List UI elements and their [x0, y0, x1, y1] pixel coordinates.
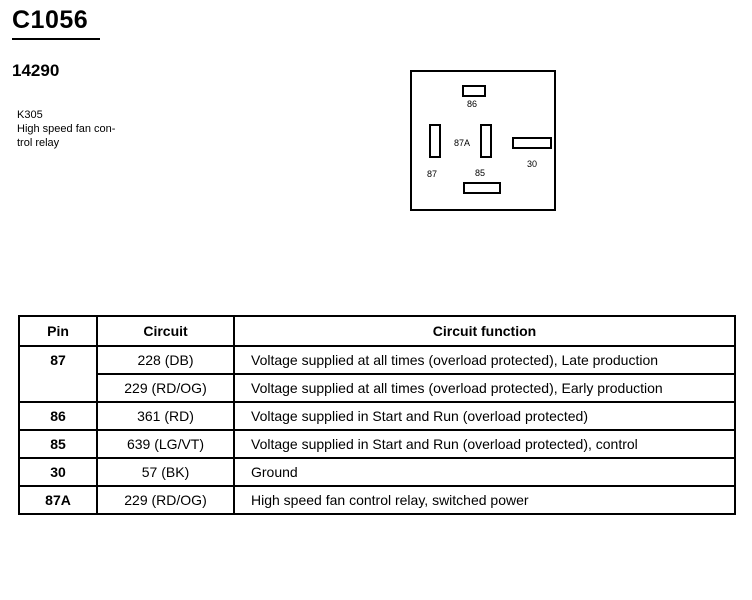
pin-table: Pin Circuit Circuit function 87 228 (DB)… [18, 315, 736, 515]
terminal-30 [512, 137, 552, 149]
component-name-line-2: trol relay [17, 137, 60, 149]
circuit-cell: 228 (DB) [96, 345, 235, 375]
component-name-line-1: High speed fan con- [17, 123, 116, 135]
component-code: K305 [17, 109, 43, 121]
component-description: K305 High speed fan con- trol relay [17, 108, 157, 150]
function-cell: Voltage supplied in Start and Run (overl… [233, 401, 736, 431]
pin-cell: 87A [18, 485, 98, 515]
terminal-87-label: 87 [427, 169, 438, 179]
terminal-87a [480, 124, 492, 158]
function-cell: Voltage supplied at all times (overload … [233, 373, 736, 403]
pin-cell: 30 [18, 457, 98, 487]
terminal-86-label: 86 [467, 99, 478, 109]
table-row: 85 639 (LG/VT) Voltage supplied in Start… [18, 429, 736, 459]
relay-face-diagram: 86 87 87A 30 85 [410, 70, 556, 211]
function-cell: Ground [233, 457, 736, 487]
table-row: 87 228 (DB) Voltage supplied at all time… [18, 345, 736, 403]
circuit-cell: 639 (LG/VT) [96, 429, 235, 459]
table-row: 30 57 (BK) Ground [18, 457, 736, 487]
pin-cell: 85 [18, 429, 98, 459]
pin-cell: 86 [18, 401, 98, 431]
header-circuit: Circuit [96, 315, 235, 347]
table-row: 229 (RD/OG) Voltage supplied at all time… [19, 373, 736, 403]
circuit-cell: 229 (RD/OG) [96, 373, 235, 403]
connector-id-underline [12, 38, 100, 40]
circuit-cell: 361 (RD) [96, 401, 235, 431]
pin-cell: 87 [18, 345, 98, 403]
terminal-86 [462, 85, 486, 97]
table-row: 86 361 (RD) Voltage supplied in Start an… [18, 401, 736, 431]
connector-id: C1056 [12, 6, 89, 34]
part-number: 14290 [12, 61, 60, 80]
terminal-30-label: 30 [527, 159, 538, 169]
circuit-cell: 229 (RD/OG) [96, 485, 235, 515]
function-cell: Voltage supplied in Start and Run (overl… [233, 429, 736, 459]
function-cell: Voltage supplied at all times (overload … [233, 345, 736, 375]
terminal-87a-label: 87A [454, 138, 471, 148]
header-circuit-function: Circuit function [233, 315, 736, 347]
terminal-85 [463, 182, 501, 194]
header-pin: Pin [18, 315, 98, 347]
function-cell: High speed fan control relay, switched p… [233, 485, 736, 515]
circuit-cell: 57 (BK) [96, 457, 235, 487]
terminal-87 [429, 124, 441, 158]
table-row: 87A 229 (RD/OG) High speed fan control r… [18, 485, 736, 515]
table-header-row: Pin Circuit Circuit function [18, 315, 736, 347]
terminal-85-label: 85 [475, 168, 486, 178]
